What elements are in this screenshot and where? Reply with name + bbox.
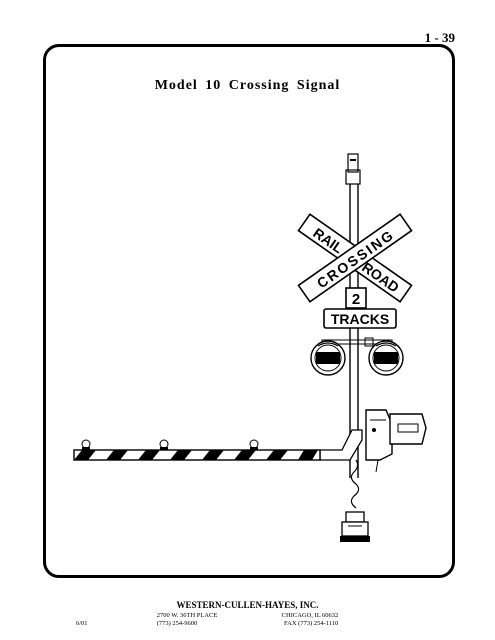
mast-base bbox=[340, 511, 370, 542]
footer-fax: FAX (773) 254-1110 bbox=[284, 620, 339, 627]
tracks-word: TRACKS bbox=[331, 311, 389, 327]
footer-phone: (773) 254-9600 bbox=[156, 620, 198, 627]
gate-arm-lamps bbox=[81, 439, 259, 450]
mast-finial bbox=[345, 153, 361, 185]
footer-city: CHICAGO, IL 60632 bbox=[281, 612, 339, 619]
page-number: 1 - 39 bbox=[424, 30, 455, 45]
page-frame bbox=[43, 44, 455, 578]
track-count-number: 2 bbox=[352, 291, 360, 308]
right-flashing-light bbox=[368, 340, 404, 376]
footer-company-name: WESTERN-CULLEN-HAYES, INC. bbox=[176, 600, 319, 610]
crossing-signal-illustration: RAIL ROAD CROSSING 2 TRACKS bbox=[73, 153, 427, 542]
footer-address-row: 2700 W. 36TH PLACE CHICAGO, IL 60632 bbox=[0, 612, 495, 619]
signal-mast bbox=[349, 184, 359, 478]
gate-arm bbox=[73, 449, 321, 461]
page-title: Model 10 Crossing Signal bbox=[154, 78, 341, 93]
revision-date: 6/01 bbox=[76, 620, 88, 627]
footer-address: 2700 W. 36TH PLACE bbox=[156, 612, 218, 619]
tracks-sign: TRACKS bbox=[323, 308, 397, 329]
mast-wiring bbox=[350, 459, 360, 509]
gate-arm-bracket bbox=[319, 429, 363, 461]
footer-phone-row: (773) 254-9600 FAX (773) 254-1110 bbox=[0, 620, 495, 627]
track-count-sign: 2 bbox=[345, 287, 367, 309]
left-flashing-light bbox=[310, 340, 346, 376]
gate-mechanism bbox=[365, 409, 427, 473]
